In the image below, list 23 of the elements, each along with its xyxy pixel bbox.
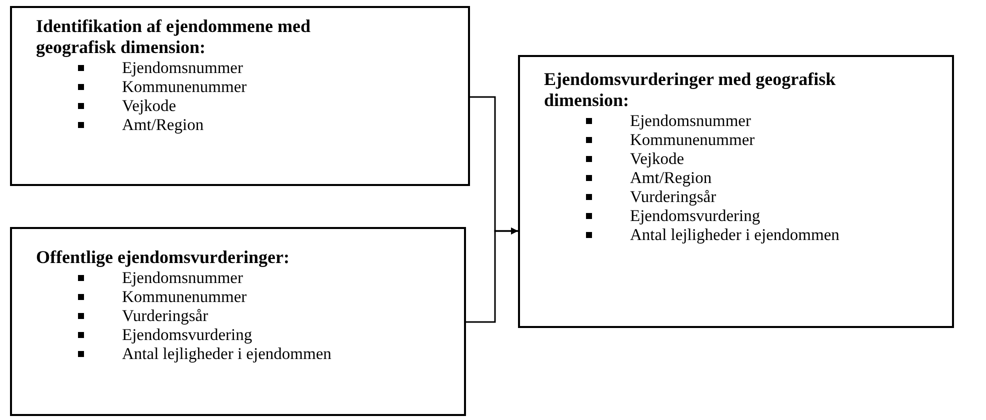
list-item: Ejendomsnummer [122,58,243,77]
list-item: Kommunenummer [122,77,247,96]
list-item: Ejendomsvurdering [122,325,252,344]
list-item: Kommunenummer [630,130,755,149]
list-item: Ejendomsnummer [630,111,751,130]
list-item: Vejkode [630,149,684,168]
list-item: Vurderingsår [122,306,208,325]
box-heading: Ejendomsvurderinger med geografisk dimension: [544,69,837,111]
list-item: Antal lejligheder i ejendommen [122,344,332,363]
connector-arrow [466,228,518,323]
text-box [518,55,954,328]
box-heading: Offentlige ejendomsvurderinger: [36,247,290,268]
text-box [10,6,470,186]
box-heading: Identifikation af ejendommene med geografisk dimension: [36,16,312,58]
list-item: Antal lejligheder i ejendommen [630,225,840,244]
text-box [10,227,466,416]
list-item: Amt/Region [630,168,712,187]
list-item: Vejkode [122,96,176,115]
list-item: Ejendomsvurdering [630,206,760,225]
list-item: Ejendomsnummer [122,268,243,287]
list-item: Vurderingsår [630,187,716,206]
list-item: Amt/Region [122,115,204,134]
list-item: Kommunenummer [122,287,247,306]
